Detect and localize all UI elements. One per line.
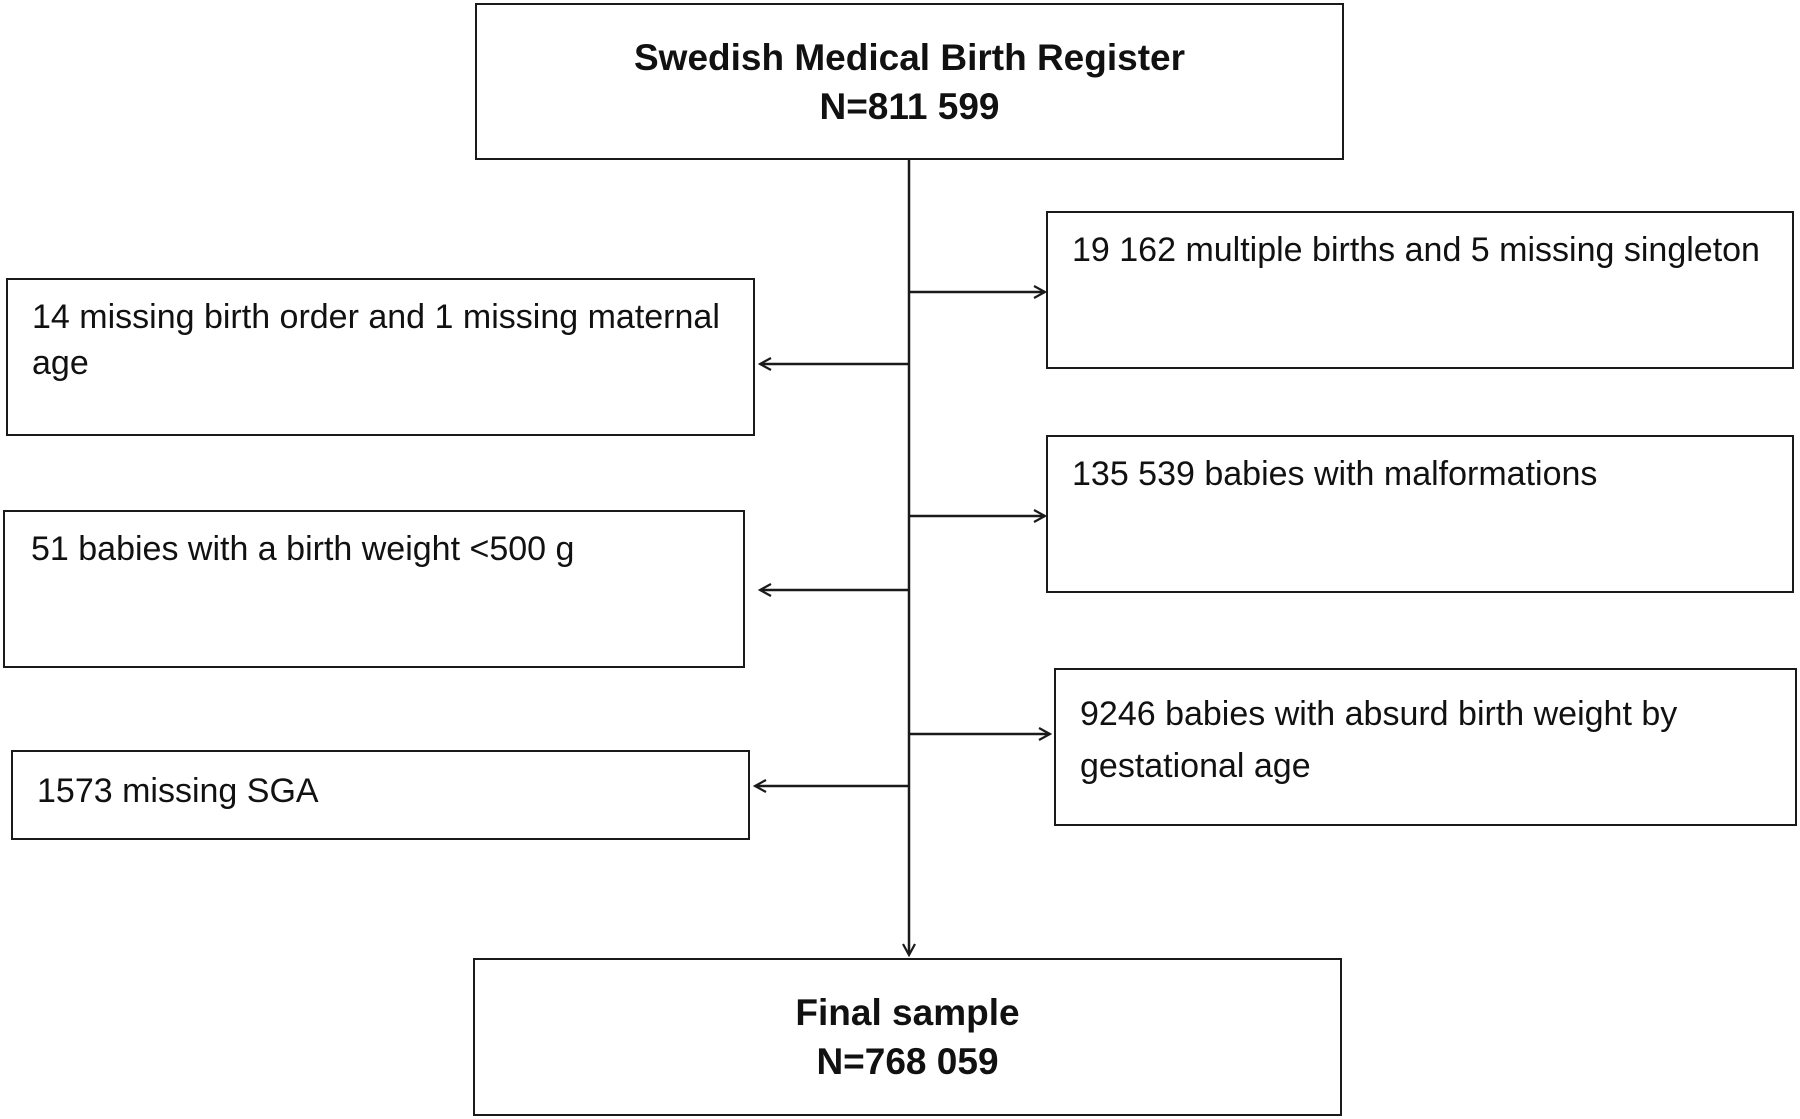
final-sample-title: Final sample: [795, 992, 1020, 1033]
exclusion-box-missing-birth-order: 14 missing birth order and 1 missing mat…: [6, 278, 755, 436]
exclusion-box-multiple-births: 19 162 multiple births and 5 missing sin…: [1046, 211, 1794, 369]
exclusion-text-missing-sga: 1573 missing SGA: [37, 772, 319, 810]
exclusion-text-multiple-births: 19 162 multiple births and 5 missing sin…: [1072, 231, 1760, 269]
source-register-count: N=811 599: [819, 85, 1000, 127]
source-register-title: Swedish Medical Birth Register: [633, 36, 1186, 78]
exclusion-text-absurd-birth-weight: 9246 babies with absurd birth weight by …: [1080, 695, 1678, 785]
exclusion-text-low-birth-weight: 51 babies with a birth weight <500 g: [31, 530, 575, 568]
exclusion-box-absurd-birth-weight: 9246 babies with absurd birth weight by …: [1054, 668, 1797, 826]
exclusion-box-malformations: 135 539 babies with malformations: [1046, 435, 1794, 593]
exclusion-box-low-birth-weight: 51 babies with a birth weight <500 g: [3, 510, 745, 668]
final-sample-box: Final sample N=768 059: [473, 958, 1342, 1116]
exclusion-box-missing-sga: 1573 missing SGA: [11, 750, 750, 840]
source-register-box: Swedish Medical Birth Register N=811 599: [475, 3, 1344, 160]
final-sample-count: N=768 059: [816, 1041, 999, 1082]
exclusion-text-malformations: 135 539 babies with malformations: [1072, 455, 1598, 493]
exclusion-text-missing-birth-order: 14 missing birth order and 1 missing mat…: [32, 298, 720, 382]
